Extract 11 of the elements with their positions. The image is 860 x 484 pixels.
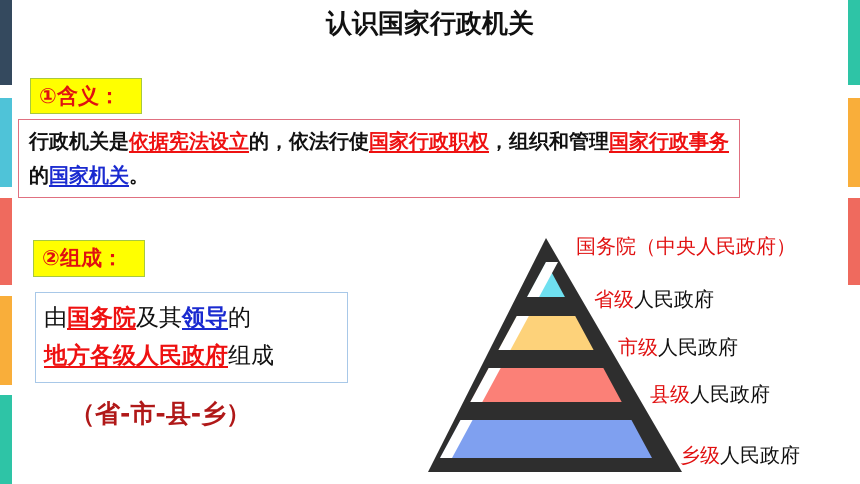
level-label: 市级人民政府 <box>618 334 738 361</box>
slide-title: 认识国家行政机关 <box>324 8 535 41</box>
section-heading: ①含义： <box>30 78 142 114</box>
composition-box: 由国务院及其领导的地方各级人民政府组成 <box>35 292 348 383</box>
definition-box: 行政机关是依据宪法设立的，依法行使国家行政职权，组织和管理国家行政事务的国家机关。 <box>18 119 740 198</box>
level-label: 省级人民政府 <box>594 286 714 313</box>
levels-note: （省-市-县-乡） <box>70 398 252 430</box>
level-label: 乡级人民政府 <box>680 442 800 469</box>
level-label: 县级人民政府 <box>650 381 770 408</box>
section-heading: ②组成： <box>33 240 145 277</box>
level-label: 国务院（中央人民政府） <box>576 233 796 260</box>
